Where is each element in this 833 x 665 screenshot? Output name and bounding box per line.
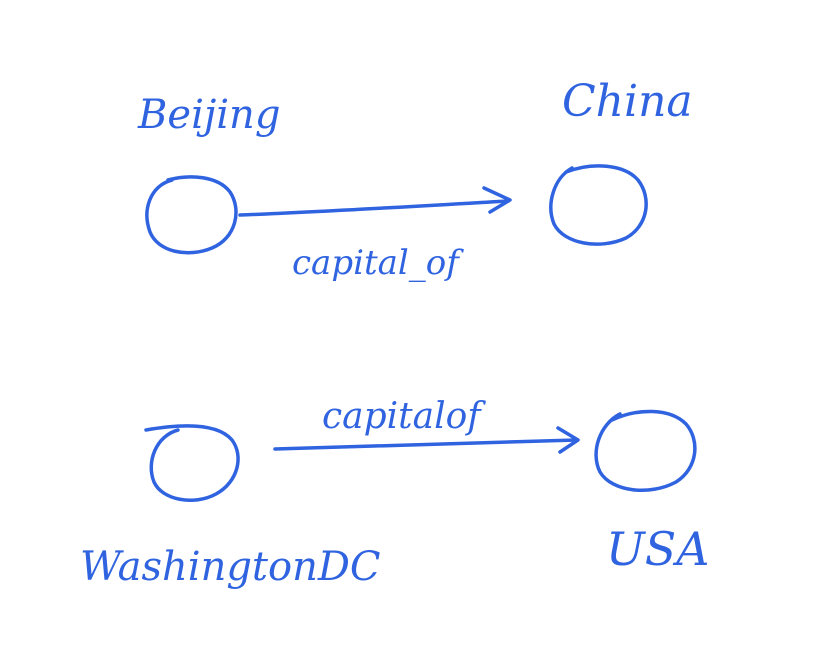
edge-label-capital-of: capital_of: [292, 243, 464, 283]
edge-arrow-beijing-china: [238, 186, 512, 217]
edge-label-capitalof: capitalof: [322, 396, 486, 437]
edge-arrow-washington-usa: [273, 426, 580, 454]
node-circle-beijing: [145, 175, 238, 255]
node-label-usa: USA: [606, 522, 710, 576]
node-circle-washington: [144, 424, 240, 502]
node-label-washington: WashingtonDC: [80, 544, 381, 590]
node-label-beijing: Beijing: [137, 92, 280, 138]
node-circle-usa: [594, 409, 697, 493]
node-label-china: China: [562, 76, 693, 127]
node-circle-china: [549, 164, 648, 246]
